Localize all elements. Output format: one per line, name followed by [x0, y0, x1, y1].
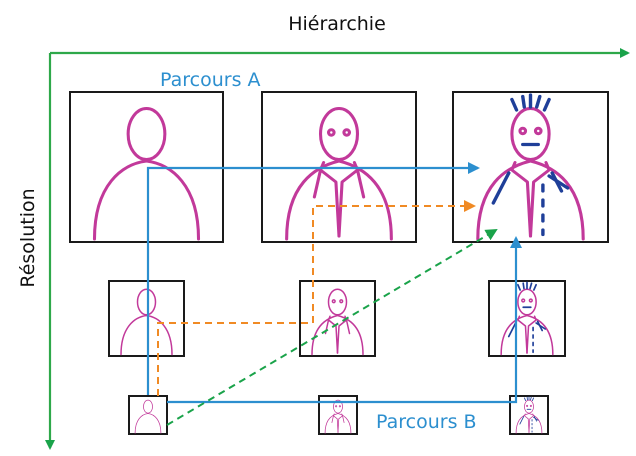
path-a-label: Parcours A: [160, 69, 261, 91]
path-a: [146, 162, 480, 395]
x-axis-label: Hiérarchie: [288, 13, 386, 35]
row-medium: [108, 280, 566, 357]
path-a-arrow: [146, 162, 480, 395]
path-b: [167, 236, 522, 404]
frame-medium-silhouette: [108, 280, 185, 357]
y-axis-label: Résolution: [17, 188, 39, 287]
axes: [45, 48, 630, 450]
path-b-label-bg: [372, 408, 498, 434]
orange-dashed-arrow: [157, 200, 476, 396]
green-path: [166, 228, 498, 426]
orange-path: [157, 200, 476, 396]
frame-small-silhouette: [128, 395, 168, 435]
green-dashed-arrow: [166, 228, 498, 426]
path-b-label: Parcours B: [376, 411, 477, 433]
path-b-arrow: [167, 236, 522, 404]
